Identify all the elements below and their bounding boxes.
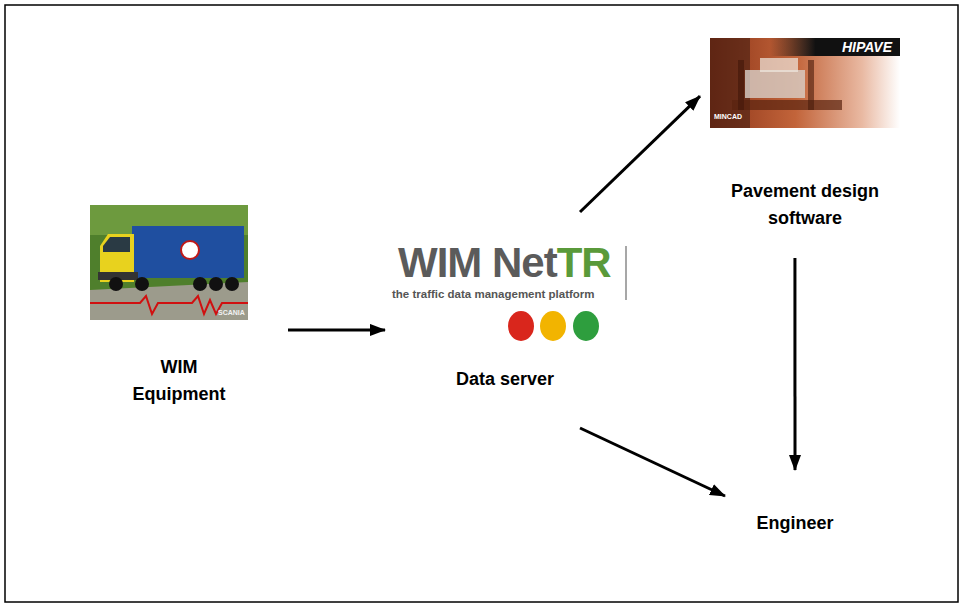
container-box bbox=[760, 58, 798, 72]
node-caption: Data server bbox=[405, 366, 605, 393]
truck-wheel bbox=[135, 277, 149, 291]
logo-wordmark-accent: TR bbox=[557, 242, 611, 284]
foliage-ground bbox=[90, 205, 248, 320]
trailer-logo bbox=[181, 241, 199, 259]
flow-arrow bbox=[580, 96, 700, 212]
logo-dot-red bbox=[508, 311, 534, 341]
hipave-shadow bbox=[710, 38, 750, 128]
node-caption: WIM Equipment bbox=[123, 354, 235, 408]
carrier-leg bbox=[808, 60, 814, 110]
node-group: WIM Equipment bbox=[70, 200, 288, 412]
truck-wheel bbox=[193, 277, 207, 291]
trailer-body bbox=[132, 226, 244, 278]
truck-wheel bbox=[109, 277, 123, 291]
hipave-background bbox=[710, 38, 900, 128]
flow-arrow bbox=[580, 428, 725, 496]
hipave-title-bar bbox=[770, 38, 900, 56]
hipave-picture bbox=[710, 38, 900, 128]
logo-tagline: the traffic data management platform bbox=[392, 289, 595, 301]
carrier-leg bbox=[738, 60, 744, 110]
node-group: Engineer bbox=[725, 470, 865, 560]
node-caption: Pavement design software bbox=[717, 178, 893, 232]
vendor-mark: MINCAD bbox=[714, 113, 742, 120]
truck-photo bbox=[90, 205, 248, 320]
node-caption: Engineer bbox=[730, 510, 860, 537]
node-group: Pavement design software bbox=[700, 35, 910, 258]
brand-mark: SCANIA bbox=[218, 309, 245, 316]
logo-dot-green bbox=[573, 311, 599, 341]
truck-wheel bbox=[225, 277, 239, 291]
logo-separator bbox=[625, 246, 627, 300]
flow-arrow bbox=[793, 258, 796, 470]
truck-wheel bbox=[209, 277, 223, 291]
flow-arrow bbox=[288, 328, 385, 331]
logo-wordmark: WIM Net bbox=[398, 242, 557, 284]
cab-windshield bbox=[103, 237, 130, 252]
product-name: HIPAVE bbox=[842, 40, 892, 54]
frame-border bbox=[5, 5, 958, 602]
logo-dot-yellow bbox=[540, 311, 566, 341]
container-box bbox=[745, 70, 805, 98]
straddle-carrier bbox=[732, 100, 842, 110]
